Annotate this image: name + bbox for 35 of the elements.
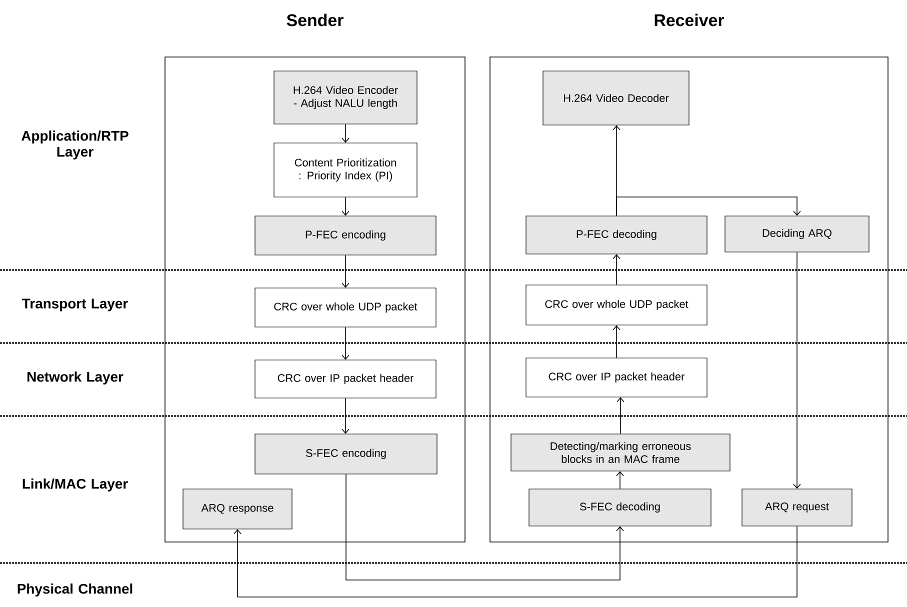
arrow xyxy=(342,196,350,216)
arrow xyxy=(612,325,620,358)
process-box: CRC over whole UDP packet xyxy=(254,288,436,328)
layer-label: Application/RTP Layer xyxy=(22,130,128,160)
layer-label: Transport Layer xyxy=(22,298,128,312)
arrow xyxy=(616,397,624,434)
panel-heading: Sender xyxy=(286,14,344,26)
layer-label: Network Layer xyxy=(28,372,124,384)
process-box: Deciding ARQ xyxy=(724,216,870,252)
process-box: H.264 Video Decoder xyxy=(542,70,690,126)
arrow xyxy=(234,526,798,598)
process-box: CRC over IP packet header xyxy=(254,360,436,398)
process-box: ARQ response xyxy=(182,488,292,530)
process-box: P-FEC encoding xyxy=(254,216,436,256)
layer-label: Link/MAC Layer xyxy=(22,478,128,492)
process-box: S-FEC decoding xyxy=(528,488,712,526)
process-box: Detecting/marking erroneous blocks in an MAC frame xyxy=(510,434,730,472)
arrow xyxy=(612,254,620,286)
arrow xyxy=(616,471,624,490)
process-box: ARQ request xyxy=(742,488,852,526)
panel-heading: Receiver xyxy=(654,14,724,26)
arrow xyxy=(793,252,801,489)
process-box: S-FEC encoding xyxy=(254,434,438,474)
process-box: H.264 Video Encoder - Adjust NALU length xyxy=(274,70,418,124)
arrow xyxy=(616,196,801,216)
arrow xyxy=(342,326,350,360)
layer-label: Physical Channel xyxy=(18,584,132,596)
arrow xyxy=(342,124,350,143)
arrow xyxy=(342,254,350,288)
arrow xyxy=(346,474,624,580)
process-box: CRC over IP packet header xyxy=(526,358,708,398)
process-box: CRC over whole UDP packet xyxy=(526,284,708,326)
process-box: Content Prioritization : Priority Index (PI) xyxy=(274,142,418,198)
process-box: P-FEC decoding xyxy=(526,216,708,254)
arrow xyxy=(342,398,350,434)
